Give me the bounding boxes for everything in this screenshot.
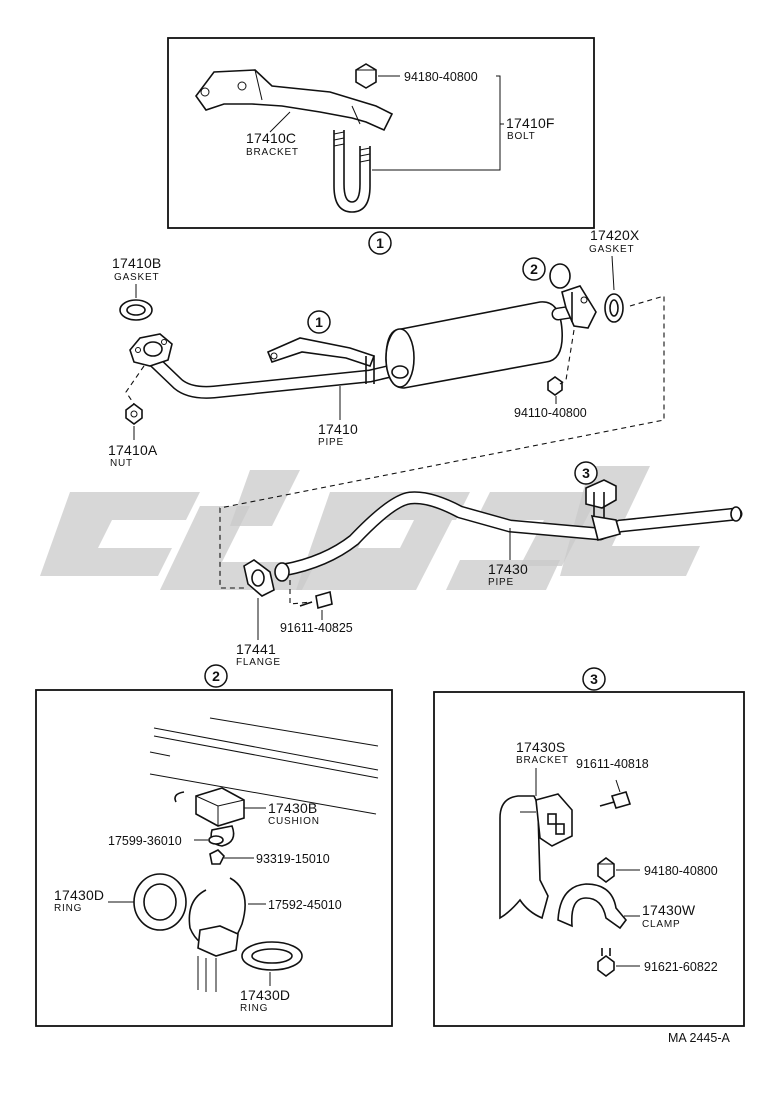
inset-3-marker: 3 (582, 667, 606, 691)
flange-17441-drawing (243, 559, 275, 597)
part-name: BRACKET (516, 755, 569, 766)
ring-17430d-drawing (133, 873, 187, 931)
part-number: 17420X (590, 227, 640, 243)
part-name: FLANGE (236, 657, 281, 668)
bolt-91611-40825-drawing (299, 590, 333, 610)
ubolt-17410f-drawing (333, 130, 371, 213)
marker-1-main: 1 (307, 310, 331, 334)
part-number: 17592-45010 (268, 898, 342, 912)
part-number: 17430D (240, 987, 290, 1003)
part-number: 91611-40818 (576, 757, 649, 771)
bolt-93319-drawing (209, 849, 225, 865)
marker-2-main: 2 (522, 257, 546, 281)
part-name: CLAMP (642, 919, 680, 930)
part-number: 94110-40800 (514, 406, 587, 420)
clamp-17430w-drawing (557, 883, 628, 930)
clip-17592-drawing (188, 877, 246, 992)
part-name: GASKET (589, 244, 634, 255)
part-number: 17430B (268, 800, 317, 816)
part-number: 17410F (506, 115, 555, 131)
cushion-17430b-drawing (174, 787, 245, 847)
marker-3-main: 3 (574, 461, 598, 485)
part-name: RING (240, 1003, 268, 1014)
part-number: 17410A (108, 442, 158, 458)
pipe-17410-drawing (129, 333, 411, 399)
part-name: PIPE (488, 577, 514, 588)
hanger-drawing (549, 263, 597, 329)
nut-94110-drawing (547, 376, 563, 396)
part-name: BOLT (507, 131, 536, 142)
part-number: 91611-40825 (280, 621, 353, 635)
inset-2-box: 17430B CUSHION 17599-36010 93319-15010 1… (35, 689, 393, 1027)
nut-94180-40800-drawing (597, 857, 615, 883)
bolt-91611-40818-drawing (599, 791, 632, 809)
part-name: NUT (110, 458, 133, 469)
part-number: 17430S (516, 739, 565, 755)
svg-text:3: 3 (590, 671, 598, 687)
part-number: 17410C (246, 130, 296, 146)
svg-text:3: 3 (582, 465, 590, 481)
part-name: BRACKET (246, 147, 299, 158)
part-number: 17410B (112, 255, 161, 271)
pipe-17430-drawing (274, 491, 743, 582)
part-name: GASKET (114, 272, 159, 283)
figure-code: MA 2445-A (668, 1031, 731, 1045)
nut-17410a-drawing (125, 403, 143, 425)
svg-text:1: 1 (315, 314, 323, 330)
bolt-91621-60822-drawing (597, 948, 615, 977)
nut-94180-drawing (355, 63, 377, 89)
svg-text:2: 2 (212, 668, 220, 684)
part-number: 91621-60822 (644, 960, 718, 974)
bracket-17430s-drawing (499, 793, 573, 920)
part-name: CUSHION (268, 816, 320, 827)
part-name: PIPE (318, 437, 344, 448)
svg-text:1: 1 (376, 235, 384, 251)
part-number: 17430W (642, 902, 696, 918)
inset-1-box: 94180-40800 17410F BOLT 17410C BRACKET (167, 37, 595, 229)
part-number: 17410 (318, 421, 358, 437)
svg-text:2: 2 (530, 261, 538, 277)
inset-2-marker: 2 (204, 664, 228, 688)
part-number: 17441 (236, 641, 276, 657)
part-number: 94180-40800 (644, 864, 718, 878)
ring-17430d-drawing (241, 941, 303, 971)
part-name: RING (54, 903, 82, 914)
gasket-17420x-drawing (604, 293, 624, 323)
part-number: 93319-15010 (256, 852, 330, 866)
bracket-17410c-drawing (195, 69, 394, 132)
part-number: 17430D (54, 887, 104, 903)
muffler-drawing (385, 301, 591, 389)
washer-drawing (208, 835, 224, 845)
inset-1-marker: 1 (368, 231, 392, 255)
part-number: 94180-40800 (404, 70, 478, 84)
bracket-on-pipe-drawing (266, 337, 376, 384)
gasket-17410b-drawing (119, 299, 153, 321)
part-number: 17599-36010 (108, 834, 182, 848)
clamp-on-tailpipe-drawing (585, 479, 621, 541)
part-number: 17430 (488, 561, 528, 577)
inset-3-box: 17430S BRACKET 91611-40818 94180-40800 1… (433, 691, 745, 1027)
main-assembly: 17420X GASKET 17410B GASKET 94110-40800 … (108, 227, 743, 668)
